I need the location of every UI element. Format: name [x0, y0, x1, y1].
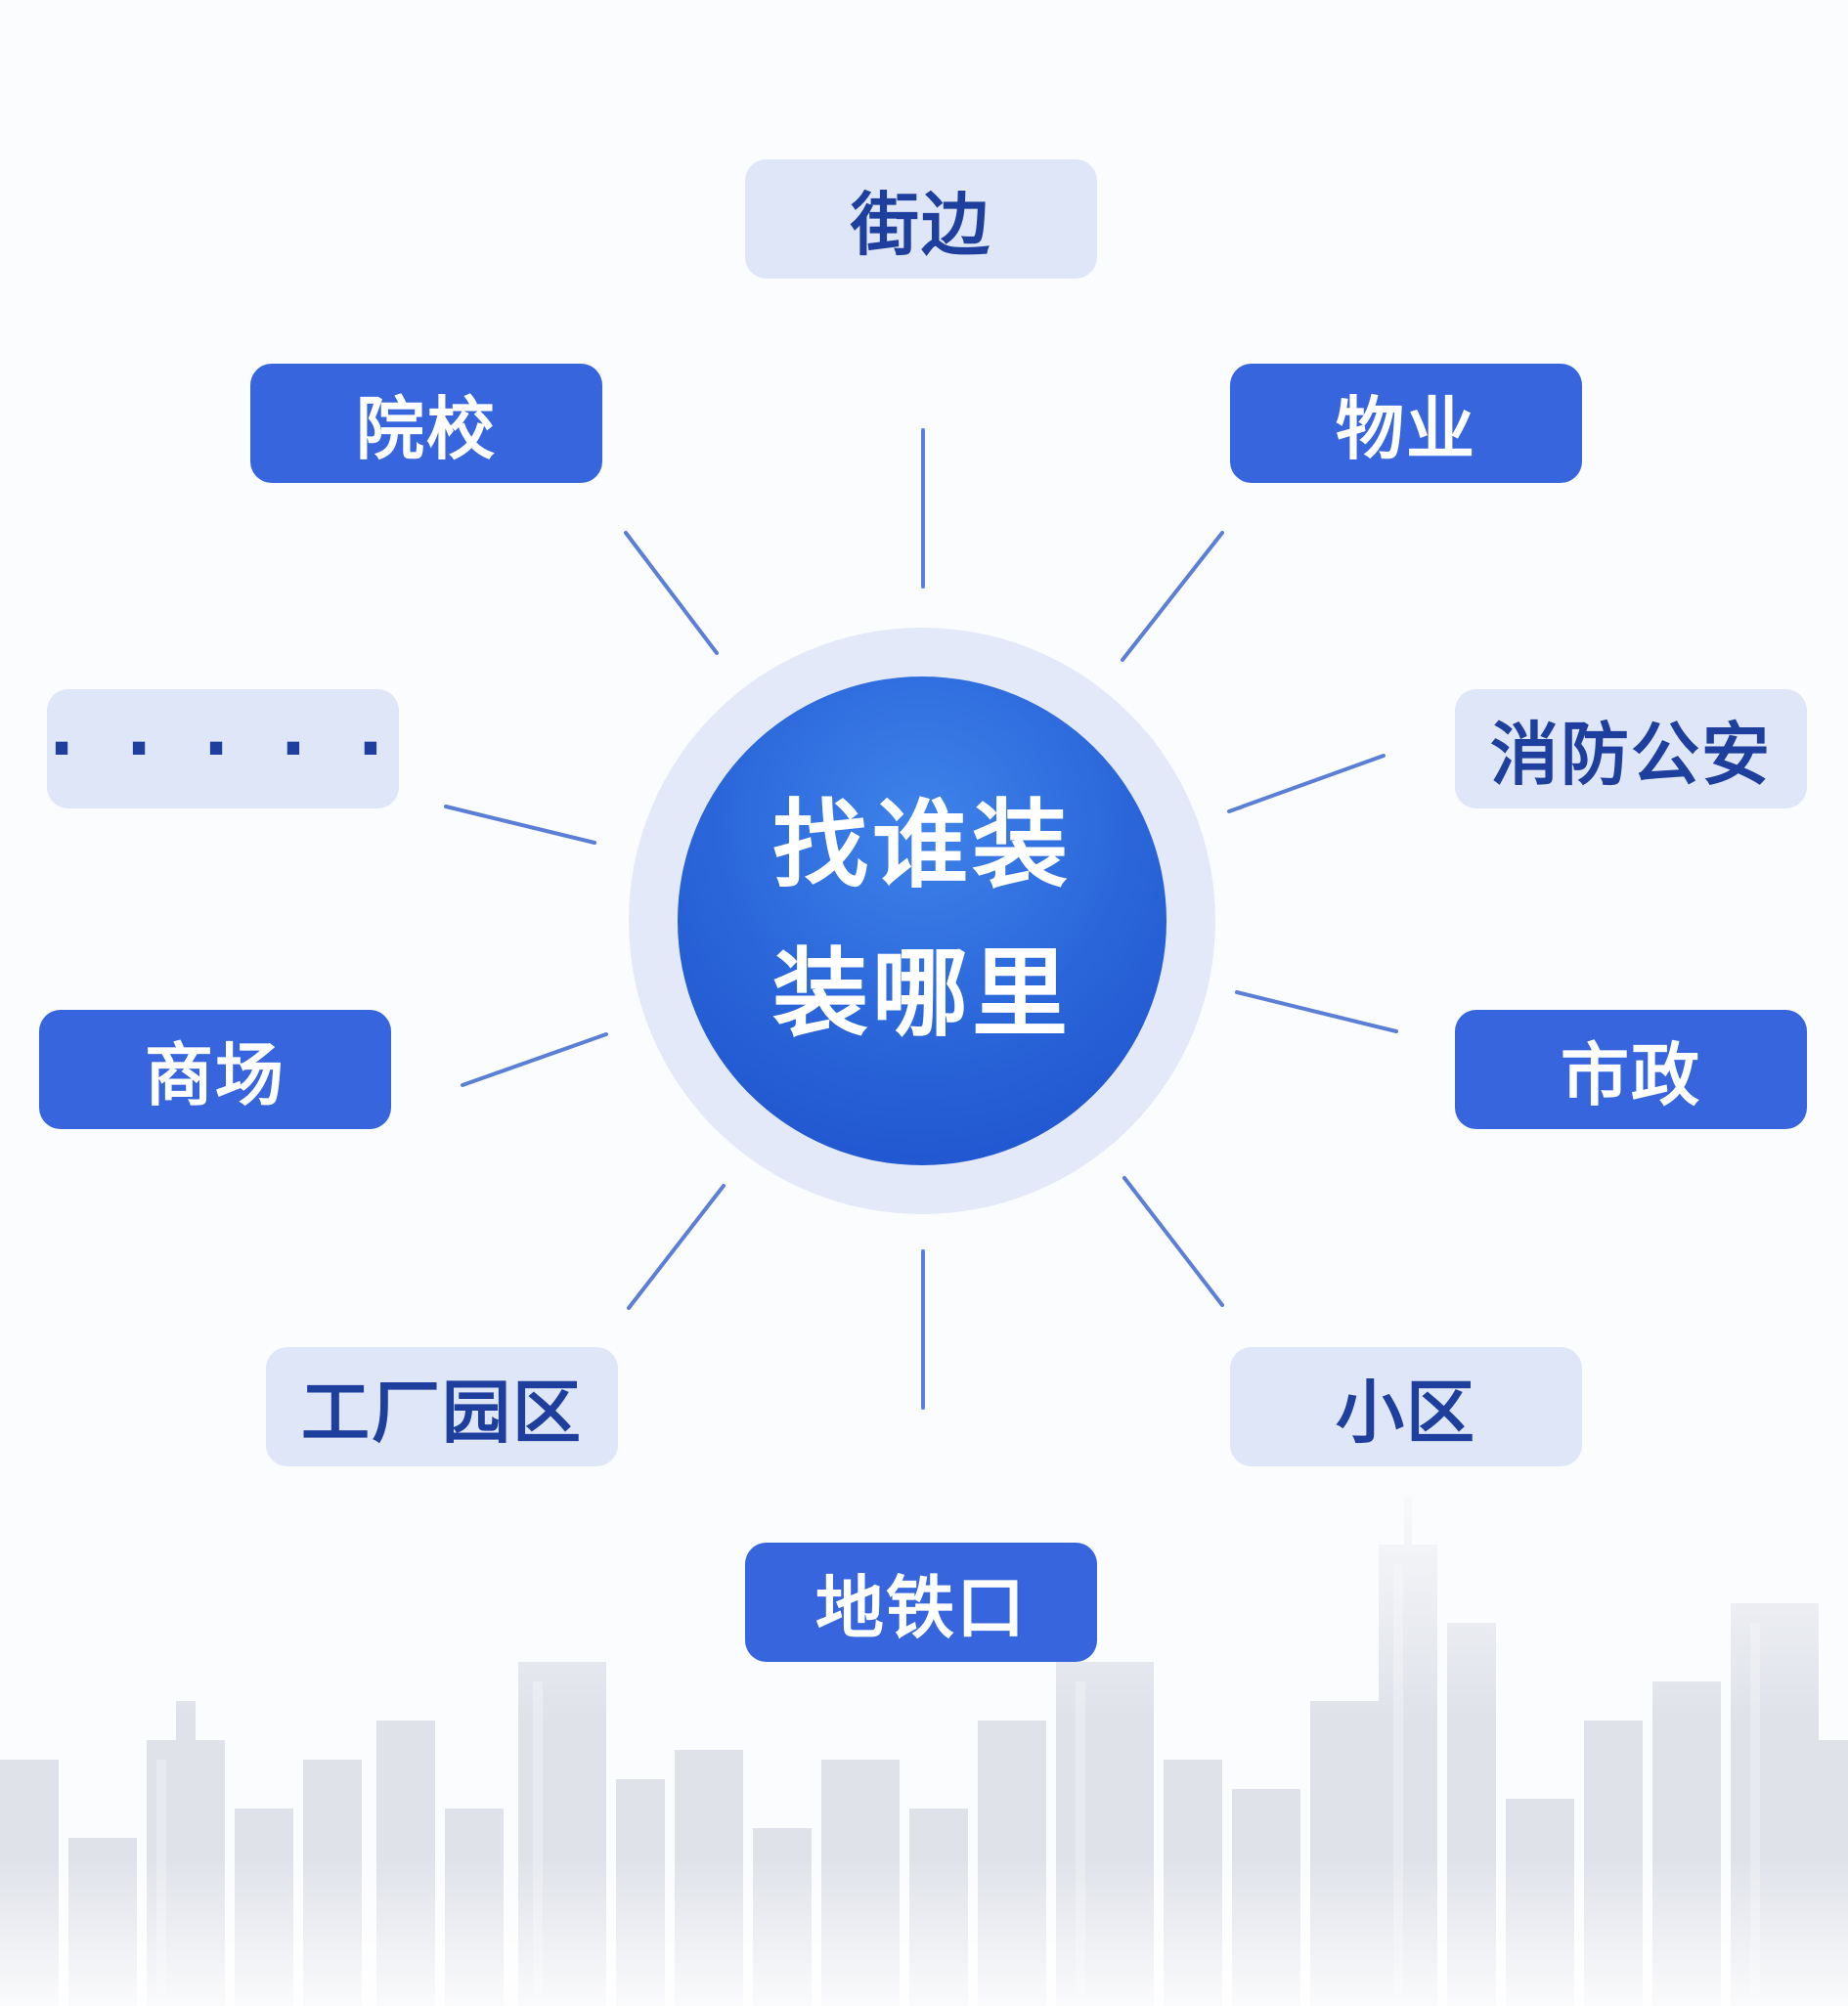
- node-xiaoqu: 小区: [1230, 1347, 1582, 1466]
- node-ditie: 地铁口: [745, 1543, 1097, 1662]
- node-shizheng: 市政: [1455, 1010, 1807, 1129]
- node-gongchang: 工厂园区: [266, 1347, 618, 1466]
- ray-xiaofang: [1227, 754, 1386, 813]
- ray-wuye: [1121, 531, 1224, 662]
- node-shangchang: 商场: [39, 1010, 391, 1129]
- ray-shizheng: [1235, 990, 1398, 1033]
- hub-title-line-2: 装哪里: [771, 938, 1072, 1050]
- ray-more: [444, 805, 596, 845]
- ray-xiaoqu: [1122, 1176, 1224, 1307]
- node-yuanxiao: 院校: [250, 364, 602, 483]
- ray-shangchang: [461, 1032, 608, 1087]
- node-more: · · · · ·: [47, 689, 399, 808]
- node-xiaofang: 消防公安: [1455, 689, 1807, 808]
- ray-yuanxiao: [624, 531, 719, 655]
- node-wuye: 物业: [1230, 364, 1582, 483]
- hub-circle: 找谁装 装哪里: [678, 676, 1166, 1165]
- ray-gongchang: [627, 1184, 726, 1310]
- node-jiebian: 街边: [745, 159, 1097, 279]
- hub-title-line-1: 找谁装: [771, 790, 1072, 902]
